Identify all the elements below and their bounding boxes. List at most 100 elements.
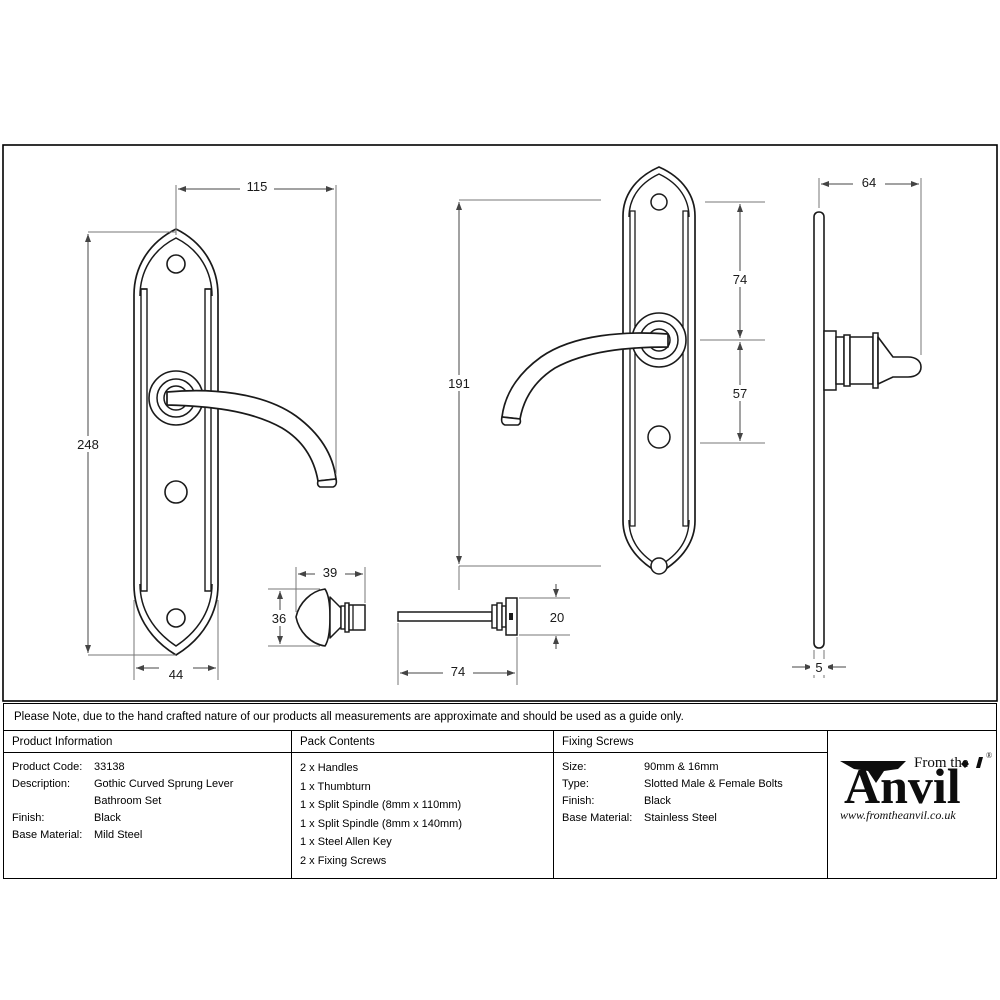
logo-anvil: Anvil bbox=[844, 758, 961, 814]
row-value: Black bbox=[94, 812, 121, 824]
dimension-5-label: 5 bbox=[815, 660, 822, 675]
dimension-44-label: 44 bbox=[169, 667, 183, 682]
logo-registered: ® bbox=[986, 751, 992, 760]
fixing-hole-bottom-mirror bbox=[650, 557, 668, 575]
row-key: Finish: bbox=[562, 795, 595, 807]
product-information-body: Product Code: 33138 Description: Gothic … bbox=[4, 753, 291, 852]
table-row: Finish: Black bbox=[12, 810, 283, 827]
row-key: Finish: bbox=[12, 812, 45, 824]
dimension-191: 191 bbox=[442, 199, 601, 567]
pack-contents-body: 2 x Handles 1 x Thumbturn 1 x Split Spin… bbox=[292, 753, 553, 878]
backplate-inner-border-mirror-right bbox=[682, 210, 689, 527]
dimension-20: 20 bbox=[519, 584, 572, 649]
dimension-191-label: 191 bbox=[448, 376, 470, 391]
from-the-anvil-logo: From the ® Anvil www.fromtheanvil.co.uk bbox=[840, 751, 992, 822]
row-value: Slotted Male & Female Bolts bbox=[644, 778, 783, 790]
dimension-74-label: 74 bbox=[733, 272, 747, 287]
column-brand-logo: From the ® Anvil www.fromtheanvil.co.uk bbox=[828, 731, 996, 878]
fixing-hole-bottom bbox=[166, 608, 186, 628]
note-row: Please Note, due to the hand crafted nat… bbox=[3, 703, 997, 731]
backplate-arch-inner-line bbox=[139, 237, 213, 297]
side-rose-base bbox=[823, 330, 837, 391]
note-text: Please Note, due to the hand crafted nat… bbox=[14, 711, 684, 723]
thumbturn-spigot bbox=[348, 604, 366, 631]
column-product-information: Product Information Product Code: 33138 … bbox=[4, 731, 292, 878]
diamond-icon bbox=[961, 760, 969, 768]
dimension-74-spindle-label: 74 bbox=[451, 664, 465, 679]
row-key bbox=[12, 793, 94, 810]
row-value: Black bbox=[644, 795, 671, 807]
dimension-36: 36 bbox=[264, 588, 320, 647]
row-key: Size: bbox=[562, 761, 587, 773]
dimension-39: 39 bbox=[295, 564, 366, 612]
thumbturn-view: 39 36 bbox=[264, 564, 366, 647]
info-tables: Please Note, due to the hand crafted nat… bbox=[3, 703, 997, 879]
logo-from-the: From the bbox=[914, 755, 969, 771]
row-key: Type: bbox=[562, 778, 589, 790]
spindle-ring-2 bbox=[496, 602, 503, 631]
spindle-slot bbox=[509, 613, 513, 620]
row-key: Base Material: bbox=[562, 812, 633, 824]
row-key: Product Code: bbox=[12, 761, 83, 773]
dimension-44: 44 bbox=[133, 600, 219, 682]
side-rose-ring bbox=[843, 334, 851, 387]
spindle-view: 74 20 bbox=[397, 584, 572, 685]
dimension-115-label: 115 bbox=[247, 179, 268, 194]
row-value: 33138 bbox=[94, 761, 125, 773]
list-item: 1 x Steel Allen Key bbox=[300, 836, 392, 848]
spindle-bar bbox=[397, 611, 493, 622]
list-item: 2 x Fixing Screws bbox=[300, 854, 387, 867]
side-plate bbox=[813, 211, 825, 649]
list-item: 2 x Handles bbox=[300, 762, 359, 774]
lever-tip-mirror bbox=[500, 416, 522, 426]
dimension-5: 5 bbox=[792, 650, 846, 678]
pack-contents-heading: Pack Contents bbox=[292, 731, 553, 753]
row-value: 90mm & 16mm bbox=[644, 761, 719, 773]
lever-tip bbox=[316, 478, 338, 488]
front-elevation-mirrored-view: 191 74 57 bbox=[442, 166, 765, 575]
table-row: Bathroom Set bbox=[12, 793, 283, 810]
row-key: Base Material: bbox=[12, 829, 83, 841]
dimension-57-centre: 57 bbox=[700, 342, 765, 444]
side-rose-body bbox=[835, 336, 845, 385]
table-row: Type: Slotted Male & Female Bolts bbox=[562, 776, 819, 793]
table-row: Product Code: 33138 bbox=[12, 759, 283, 776]
table-row: Base Material: Stainless Steel bbox=[562, 810, 819, 827]
fixing-hole-top bbox=[166, 254, 186, 274]
side-elevation-view: 64 5 bbox=[792, 174, 922, 678]
side-lever bbox=[877, 336, 922, 385]
dimension-20-label: 20 bbox=[550, 610, 564, 625]
anvil-icon bbox=[840, 761, 906, 783]
backplate-outline-mirror bbox=[622, 166, 696, 574]
list-item: 1 x Thumbturn bbox=[300, 780, 371, 793]
spindle-ring-1 bbox=[491, 604, 498, 629]
dimension-64: 64 bbox=[818, 174, 922, 355]
dimension-248-label: 248 bbox=[77, 437, 99, 452]
row-value: Gothic Curved Sprung Lever bbox=[94, 778, 234, 790]
side-rose-collar bbox=[849, 336, 874, 385]
row-key: Description: bbox=[12, 778, 71, 790]
backplate-inner-border-mirror-left bbox=[629, 210, 636, 527]
table-row: Size: 90mm & 16mm bbox=[562, 759, 819, 776]
dimension-57-label: 57 bbox=[733, 386, 747, 401]
dimension-74-centre: 74 bbox=[700, 201, 765, 341]
table-row: Base Material: Mild Steel bbox=[12, 827, 283, 844]
backplate-outline bbox=[133, 228, 219, 656]
table-row: Finish: Black bbox=[562, 793, 819, 810]
dimension-64-label: 64 bbox=[862, 175, 876, 190]
table-row: Description: Gothic Curved Sprung Lever bbox=[12, 776, 283, 793]
row-value: Mild Steel bbox=[94, 829, 143, 841]
fixing-hole-top-mirror bbox=[650, 193, 668, 211]
dimension-248: 248 bbox=[71, 234, 176, 656]
dimension-74-spindle: 74 bbox=[397, 623, 518, 685]
stylised-one-icon bbox=[976, 757, 983, 768]
dimension-39-label: 39 bbox=[323, 565, 337, 580]
logo-url: www.fromtheanvil.co.uk bbox=[840, 808, 956, 822]
front-elevation-view: 115 248 44 bbox=[71, 178, 338, 682]
drawing-canvas: 115 248 44 bbox=[2, 144, 998, 702]
fixing-screws-body: Size: 90mm & 16mm Type: Slotted Male & F… bbox=[554, 753, 827, 835]
list-item: 1 x Split Spindle (8mm x 140mm) bbox=[300, 817, 462, 830]
row-value: Stainless Steel bbox=[644, 812, 717, 824]
dimension-36-label: 36 bbox=[272, 611, 286, 626]
